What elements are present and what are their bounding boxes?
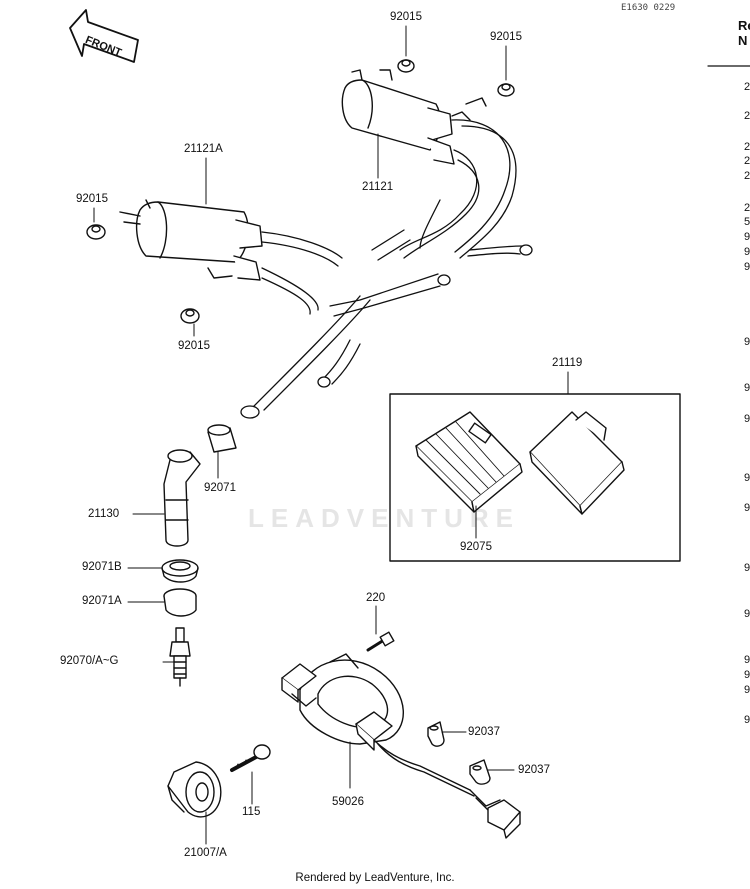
label-220: 220: [366, 592, 386, 604]
label-92075: 92075: [460, 541, 492, 553]
label-92015-top-2: 92015: [490, 31, 522, 43]
drawing-ref: E1630 0229: [621, 3, 676, 13]
footer-credit: Rendered by LeadVenture, Inc.: [295, 872, 455, 884]
nut-92015-top-1: [397, 59, 415, 73]
label-92071B: 92071B: [82, 561, 122, 573]
pickup-plate-59026: [281, 653, 521, 839]
row-number: 2: [744, 202, 750, 214]
igniter-group-box: [389, 393, 681, 562]
row-number: 9: [744, 413, 750, 425]
column-header-2: N: [738, 33, 748, 48]
row-number: 9: [744, 608, 750, 620]
leader-lines: [93, 25, 569, 845]
label-92015-mid: 92015: [178, 340, 210, 352]
label-92015-top-1: 92015: [390, 11, 422, 23]
label-92071: 92071: [204, 482, 236, 494]
row-number: 9: [744, 231, 750, 243]
nut-92015-mid: [180, 308, 200, 324]
row-number: 9: [744, 502, 750, 514]
front-arrow-icon: [69, 9, 139, 63]
bolt-115: [230, 744, 271, 772]
label-21119: 21119: [552, 357, 583, 369]
column-header-1: Re: [738, 18, 750, 33]
row-number: 9: [744, 562, 750, 574]
row-number: 9: [744, 246, 750, 258]
label-92037-1: 92037: [468, 726, 500, 738]
ignition-coil-21121A: [119, 199, 263, 281]
label-21130: 21130: [88, 508, 120, 520]
label-21121: 21121: [362, 181, 394, 193]
label-21121A: 21121A: [184, 143, 223, 155]
boot-92071A: [163, 588, 197, 617]
row-number: 2: [744, 170, 750, 182]
row-number: 2: [744, 155, 750, 167]
spark-plug-92070: [169, 627, 191, 687]
label-92070: 92070/A~G: [60, 655, 119, 667]
row-number: 9: [744, 654, 750, 666]
row-number: 9: [744, 714, 750, 726]
row-number: 2: [744, 110, 750, 122]
bolt-220: [366, 631, 395, 652]
row-number: 9: [744, 261, 750, 273]
row-number: 5: [744, 216, 750, 228]
row-number: 9: [744, 684, 750, 696]
seal-92071B: [161, 559, 199, 583]
plug-cap-21130: [163, 449, 201, 547]
label-92071A: 92071A: [82, 595, 122, 607]
row-number: 9: [744, 336, 750, 348]
cap-92071: [207, 424, 237, 453]
row-number: 2: [744, 81, 750, 93]
hose-leads: [240, 119, 533, 419]
row-number: 9: [744, 382, 750, 394]
ignition-coil-21121: [341, 69, 487, 165]
label-115: 115: [242, 806, 261, 818]
rotor-21007A: [167, 761, 222, 818]
row-number: 9: [744, 472, 750, 484]
nut-92015-left: [86, 224, 106, 240]
label-59026: 59026: [332, 796, 364, 808]
watermark: LEADVENTURE: [248, 503, 521, 533]
label-92015-left: 92015: [76, 193, 108, 205]
row-number: 9: [744, 669, 750, 681]
row-number: 2: [744, 141, 750, 153]
clamp-92037-1: [427, 721, 445, 747]
label-21007A: 21007/A: [184, 847, 227, 859]
nut-92015-top-2: [497, 83, 515, 97]
label-92037-2: 92037: [518, 764, 550, 776]
clamp-92037-2: [469, 759, 491, 785]
